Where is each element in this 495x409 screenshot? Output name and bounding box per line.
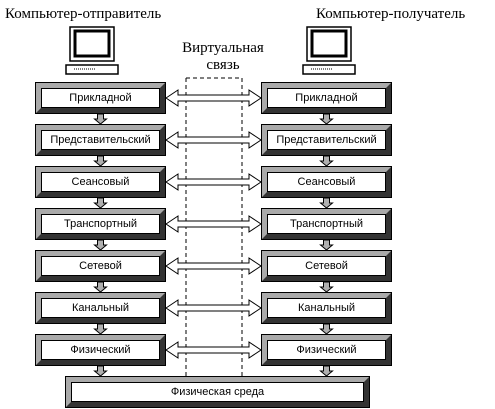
layer-box-left: Прикладной [36,83,165,113]
peer-arrow [165,131,262,149]
down-arrow [319,281,334,293]
down-arrow [93,281,108,293]
peer-arrow [165,89,262,107]
layer-box-right: Сетевой [262,251,391,281]
down-arrow [319,323,334,335]
down-arrow [319,197,334,209]
down-arrow [93,365,108,377]
down-arrow [319,113,334,125]
sender-title: Компьютер-отправитель [5,6,162,22]
layer-box-right: Физический [262,335,391,365]
down-arrow [93,239,108,251]
down-arrow [319,365,334,377]
down-arrow [319,239,334,251]
down-arrow [93,197,108,209]
peer-arrow [165,299,262,317]
layer-box-left: Физический [36,335,165,365]
physical-medium-box: Физическая среда [66,377,369,407]
receiver-title: Компьютер-получатель [316,6,466,22]
layer-box-left: Сеансовый [36,167,165,197]
down-arrow [319,155,334,167]
layer-box-left: Представительский [36,125,165,155]
layer-box-right: Прикладной [262,83,391,113]
layer-box-right: Транспортный [262,209,391,239]
computer-icon [302,26,356,75]
down-arrow [93,323,108,335]
peer-arrow [165,257,262,275]
layer-box-left: Транспортный [36,209,165,239]
layer-box-right: Представительский [262,125,391,155]
layer-box-right: Канальный [262,293,391,323]
down-arrow [93,155,108,167]
computer-icon [65,26,119,75]
virtual-link-label-line1: Виртуальная [182,40,264,56]
peer-arrow [165,173,262,191]
layer-box-right: Сеансовый [262,167,391,197]
peer-arrow [165,341,262,359]
layer-box-left: Сетевой [36,251,165,281]
down-arrow [93,113,108,125]
virtual-link-label-line2: связь [206,57,240,73]
peer-arrow [165,215,262,233]
layer-box-left: Канальный [36,293,165,323]
